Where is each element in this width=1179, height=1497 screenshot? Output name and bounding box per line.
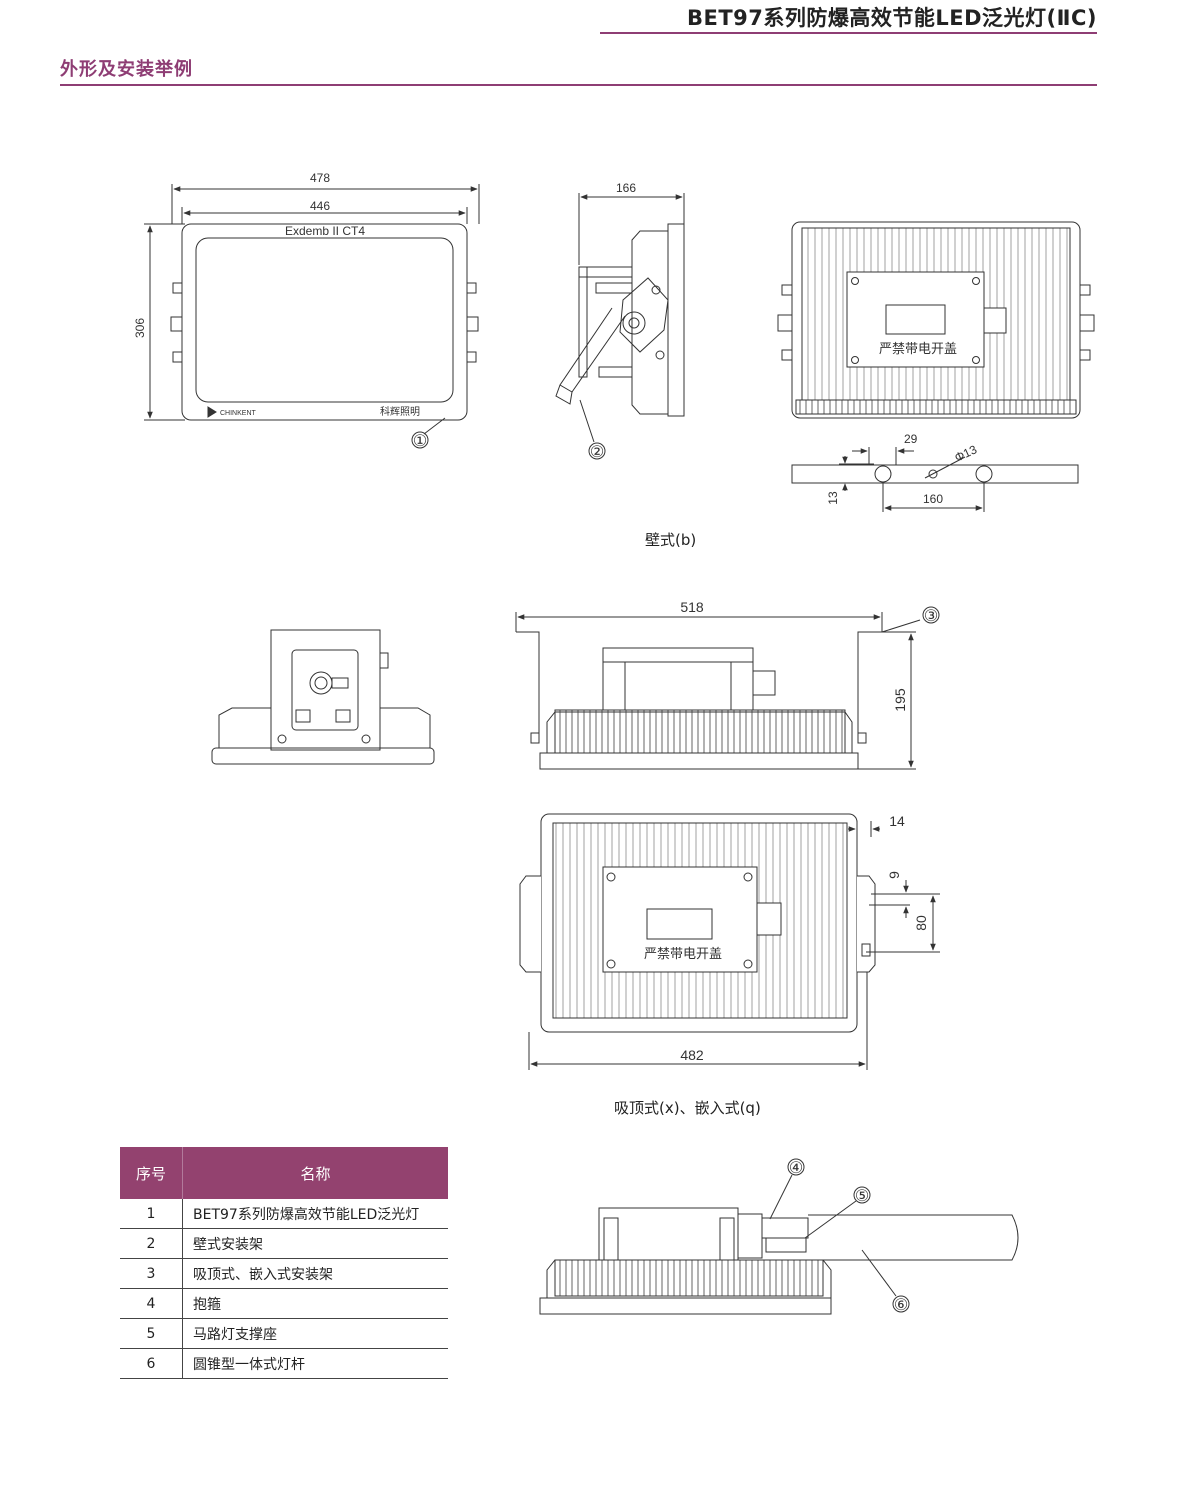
ceiling-back-view bbox=[519, 813, 940, 1070]
page-title: BET97系列防爆高效节能LED泛光灯(ⅡC) bbox=[687, 6, 1097, 30]
table-row: 5 马路灯支撑座 bbox=[120, 1318, 448, 1349]
table-row: 3 吸顶式、嵌入式安装架 bbox=[120, 1258, 448, 1289]
dim-bracket-phi13: Φ13 bbox=[952, 442, 979, 465]
table-row: 4 抱箍 bbox=[120, 1288, 448, 1319]
callout-6: ⑥ bbox=[894, 1297, 908, 1314]
front-view bbox=[144, 184, 480, 449]
ceiling-side-view bbox=[515, 606, 940, 770]
dim-ceiling-195: 195 bbox=[892, 688, 908, 712]
dim-ceiling-80: 80 bbox=[913, 915, 929, 931]
dim-front-446: 446 bbox=[310, 199, 330, 213]
title-rule bbox=[600, 32, 1097, 34]
dim-front-478: 478 bbox=[310, 171, 330, 185]
back-warning-label: 严禁带电开盖 bbox=[879, 341, 957, 356]
row-name: 吸顶式、嵌入式安装架 bbox=[182, 1258, 448, 1289]
ceiling-warning-label: 严禁带电开盖 bbox=[644, 946, 722, 961]
front-brand-text: 科辉照明 bbox=[380, 405, 420, 418]
callout-4: ④ bbox=[789, 1160, 803, 1177]
dim-ceiling-9: 9 bbox=[886, 871, 902, 879]
row-number: 6 bbox=[120, 1348, 183, 1379]
callout-2: ② bbox=[590, 444, 604, 461]
bracket-detail bbox=[791, 447, 1079, 512]
row-number: 2 bbox=[120, 1228, 183, 1259]
callout-5: ⑤ bbox=[855, 1188, 869, 1205]
front-marking: Exdemb II CT4 bbox=[285, 224, 365, 238]
dim-bracket-160: 160 bbox=[923, 492, 943, 506]
table-row: 1 BET97系列防爆高效节能LED泛光灯 bbox=[120, 1199, 448, 1229]
row-number: 1 bbox=[120, 1199, 183, 1229]
section-heading: 外形及安装举例 bbox=[60, 59, 193, 80]
row-name: BET97系列防爆高效节能LED泛光灯 bbox=[182, 1199, 448, 1229]
table-row: 6 圆锥型一体式灯杆 bbox=[120, 1348, 448, 1379]
row-number: 4 bbox=[120, 1288, 183, 1319]
parts-table: 序号 名称 1 BET97系列防爆高效节能LED泛光灯 2 壁式安装架 3 吸顶… bbox=[120, 1147, 448, 1379]
front-logo-text: CHINKENT bbox=[220, 410, 257, 417]
row-name: 圆锥型一体式灯杆 bbox=[182, 1348, 448, 1379]
ceiling-mount-caption: 吸顶式(x)、嵌入式(q) bbox=[614, 1099, 761, 1117]
callout-1: ① bbox=[413, 433, 427, 450]
ceiling-end-view bbox=[211, 629, 435, 765]
dim-front-306: 306 bbox=[133, 318, 147, 338]
dim-ceiling-14: 14 bbox=[889, 813, 905, 829]
dim-bracket-29: 29 bbox=[904, 432, 918, 446]
dim-bracket-13: 13 bbox=[826, 491, 840, 505]
side-view bbox=[555, 193, 685, 460]
dim-ceiling-482: 482 bbox=[680, 1047, 704, 1063]
dim-side-166: 166 bbox=[616, 181, 636, 195]
header-number: 序号 bbox=[120, 1147, 183, 1199]
parts-table-header: 序号 名称 bbox=[120, 1147, 448, 1199]
back-view bbox=[777, 221, 1095, 419]
dim-ceiling-518: 518 bbox=[680, 599, 704, 615]
wall-mount-caption: 壁式(b) bbox=[645, 531, 697, 549]
callout-3: ③ bbox=[924, 608, 938, 625]
row-number: 3 bbox=[120, 1258, 183, 1289]
table-row: 2 壁式安装架 bbox=[120, 1228, 448, 1259]
row-number: 5 bbox=[120, 1318, 183, 1349]
header-name: 名称 bbox=[182, 1147, 448, 1199]
row-name: 壁式安装架 bbox=[182, 1228, 448, 1259]
section-rule bbox=[60, 84, 1097, 86]
row-name: 抱箍 bbox=[182, 1288, 448, 1319]
pole-mount-view bbox=[539, 1158, 1019, 1315]
row-name: 马路灯支撑座 bbox=[182, 1318, 448, 1349]
